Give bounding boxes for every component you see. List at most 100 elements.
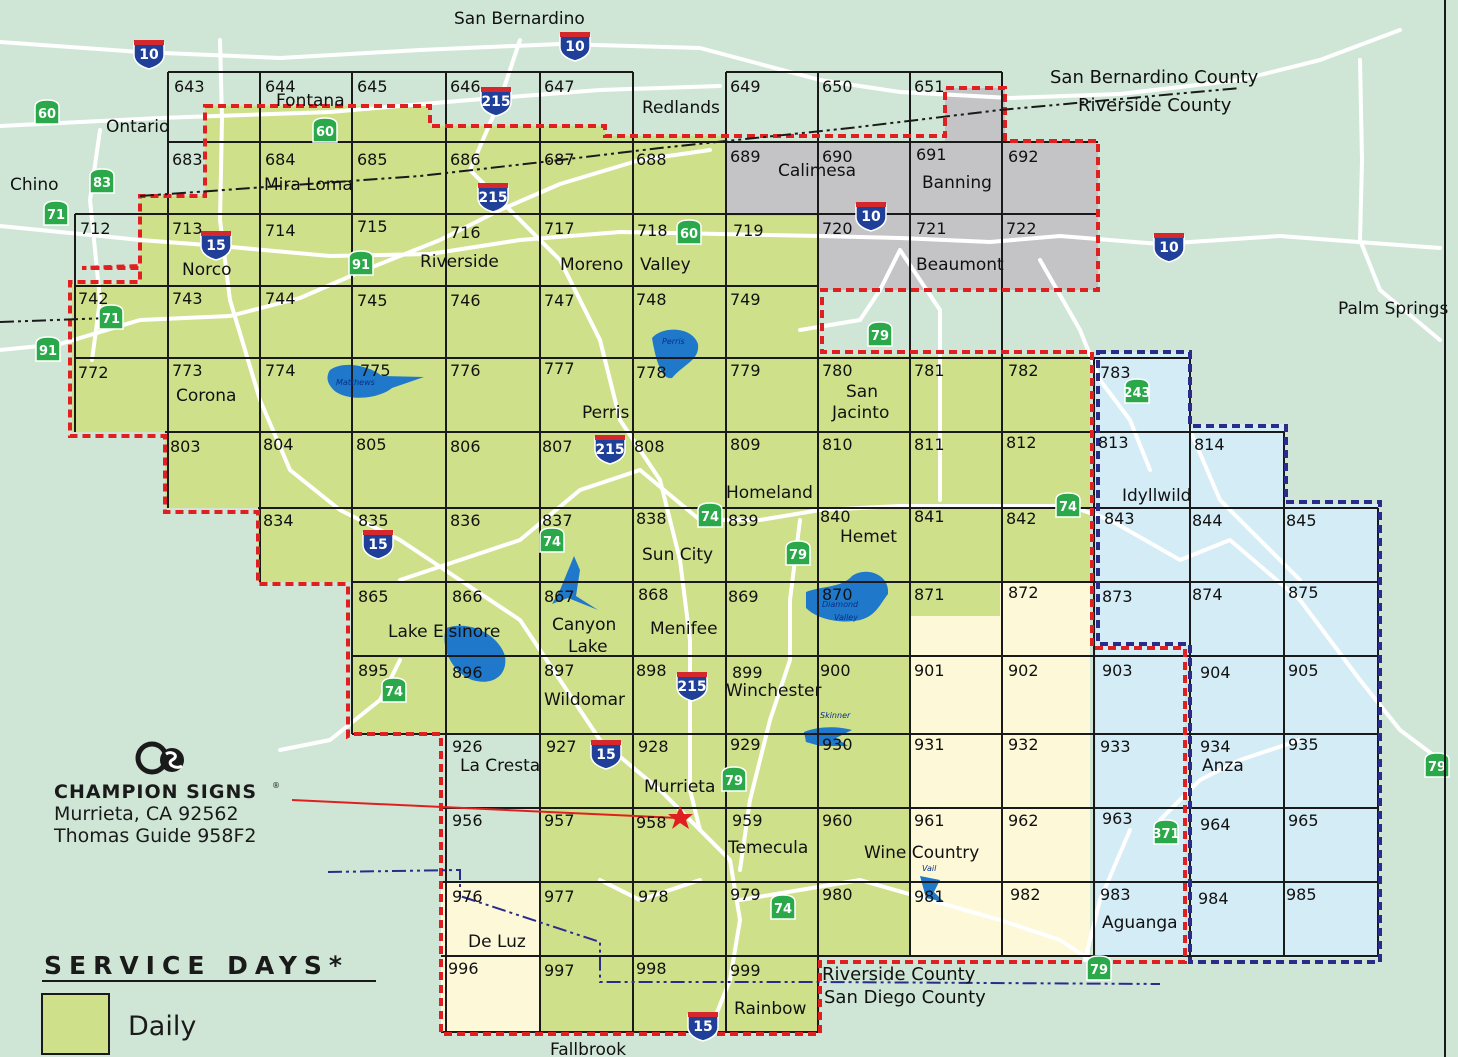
lake-label: Valley <box>834 613 858 622</box>
company-name: CHAMPION SIGNS <box>54 781 257 803</box>
route-number: 79 <box>1428 760 1446 775</box>
grid-number: 780 <box>822 361 853 380</box>
grid-number: 984 <box>1198 889 1229 908</box>
grid-number: 646 <box>450 77 481 96</box>
grid-number: 647 <box>544 77 575 96</box>
place-name: Wine Country <box>864 843 979 863</box>
county-label: San Diego County <box>824 987 986 1008</box>
place-name: Homeland <box>726 483 813 503</box>
grid-number: 716 <box>450 223 481 242</box>
grid-number: 783 <box>1100 363 1131 382</box>
place-name: Lake Elsinore <box>388 622 500 642</box>
grid-number: 868 <box>638 585 669 604</box>
route-number: 91 <box>39 344 57 359</box>
grid-number: 781 <box>914 361 945 380</box>
grid-number: 997 <box>544 961 575 980</box>
grid-number: 874 <box>1192 585 1223 604</box>
route-number: 74 <box>1059 500 1077 515</box>
grid-number: 714 <box>265 221 296 240</box>
grid-number: 838 <box>636 509 667 528</box>
lake-label: Diamond <box>822 600 859 609</box>
place-name: Fallbrook <box>550 1040 626 1057</box>
state-route-shield-icon: 71 <box>98 304 124 330</box>
grid-number: 875 <box>1288 583 1319 602</box>
grid-number: 683 <box>172 150 203 169</box>
state-route-shield-icon: 79 <box>721 766 747 792</box>
place-name: San Bernardino <box>454 9 585 29</box>
lake-elsinore <box>444 625 506 682</box>
zone-cream-east <box>910 582 1090 956</box>
champion-signs-logo-icon <box>135 741 184 775</box>
grid-number: 715 <box>357 217 388 236</box>
grid-number: 687 <box>544 150 575 169</box>
grid-number: 718 <box>637 221 668 240</box>
grid-number: 645 <box>357 77 388 96</box>
interstate-shield-icon: 15 <box>590 740 622 770</box>
grid-number: 719 <box>733 221 764 240</box>
grid-number: 871 <box>914 585 945 604</box>
grid-number: 651 <box>914 77 945 96</box>
grid-number: 959 <box>732 811 763 830</box>
grid-number: 934 <box>1200 737 1231 756</box>
grid-number: 935 <box>1288 735 1319 754</box>
grid-number: 776 <box>450 361 481 380</box>
lake-label: Vail <box>922 864 937 873</box>
route-number: 10 <box>139 47 159 63</box>
route-number: 79 <box>789 548 807 563</box>
county-label: San Bernardino County <box>1050 67 1259 88</box>
grid-number: 840 <box>820 507 851 526</box>
grid-number: 686 <box>450 150 481 169</box>
place-name: De Luz <box>468 932 526 952</box>
route-number: 91 <box>352 258 370 273</box>
place-name: Calimesa <box>778 161 856 181</box>
company-address: Murrieta, CA 92562 <box>54 803 239 825</box>
grid-number: 777 <box>544 359 575 378</box>
grid-number: 869 <box>728 587 759 606</box>
interstate-shield-icon: 15 <box>362 530 394 560</box>
grid-number: 811 <box>914 435 945 454</box>
interstate-shield-icon: 10 <box>1153 233 1185 263</box>
grid-number: 996 <box>448 959 479 978</box>
grid-number: 835 <box>358 511 389 530</box>
route-number: 10 <box>1159 240 1179 256</box>
route-number: 79 <box>871 329 889 344</box>
grid-number: 743 <box>172 289 203 308</box>
grid-number: 963 <box>1102 809 1133 828</box>
thomas-guide-grid <box>74 71 1379 1033</box>
place-name: Hemet <box>840 527 897 547</box>
grid-number: 897 <box>544 661 575 680</box>
grid-number: 643 <box>174 77 205 96</box>
grid-number: 773 <box>172 361 203 380</box>
state-route-shield-icon: 60 <box>676 219 702 245</box>
grid-number: 930 <box>822 735 853 754</box>
grid-number: 903 <box>1102 661 1133 680</box>
route-number: 15 <box>206 238 225 254</box>
grid-number: 931 <box>914 735 945 754</box>
grid-numbers: 643 644 645 646 647 649 650 651 683 684 … <box>78 77 1319 980</box>
grid-number: 778 <box>636 363 667 382</box>
grid-number: 867 <box>544 587 575 606</box>
county-label: Riverside County <box>1078 95 1232 116</box>
grid-number: 810 <box>822 435 853 454</box>
route-number: 215 <box>481 94 510 110</box>
grid-number: 713 <box>172 219 203 238</box>
legend-title: SERVICE DAYS* <box>44 951 349 980</box>
interstate-shield-icon: 15 <box>687 1012 719 1042</box>
place-name: Menifee <box>650 619 718 639</box>
grid-number: 690 <box>822 147 853 166</box>
place-name: Mira Loma <box>264 175 353 195</box>
route-number: 71 <box>47 208 65 223</box>
grid-number: 806 <box>450 437 481 456</box>
grid-number: 722 <box>1006 219 1037 238</box>
grid-number: 998 <box>636 959 667 978</box>
state-route-shield-icon: 91 <box>348 250 374 276</box>
state-route-shield-icon: 79 <box>1424 752 1450 778</box>
grid-number: 841 <box>914 507 945 526</box>
county-lines <box>0 87 1241 323</box>
place-name: Aguanga <box>1102 913 1178 933</box>
grid-number: 774 <box>265 361 296 380</box>
route-number: 15 <box>368 537 387 553</box>
grid-number: 927 <box>546 737 577 756</box>
county-labels: San Bernardino County Riverside County R… <box>822 67 1259 1008</box>
blue-zone-border <box>1096 350 1382 964</box>
